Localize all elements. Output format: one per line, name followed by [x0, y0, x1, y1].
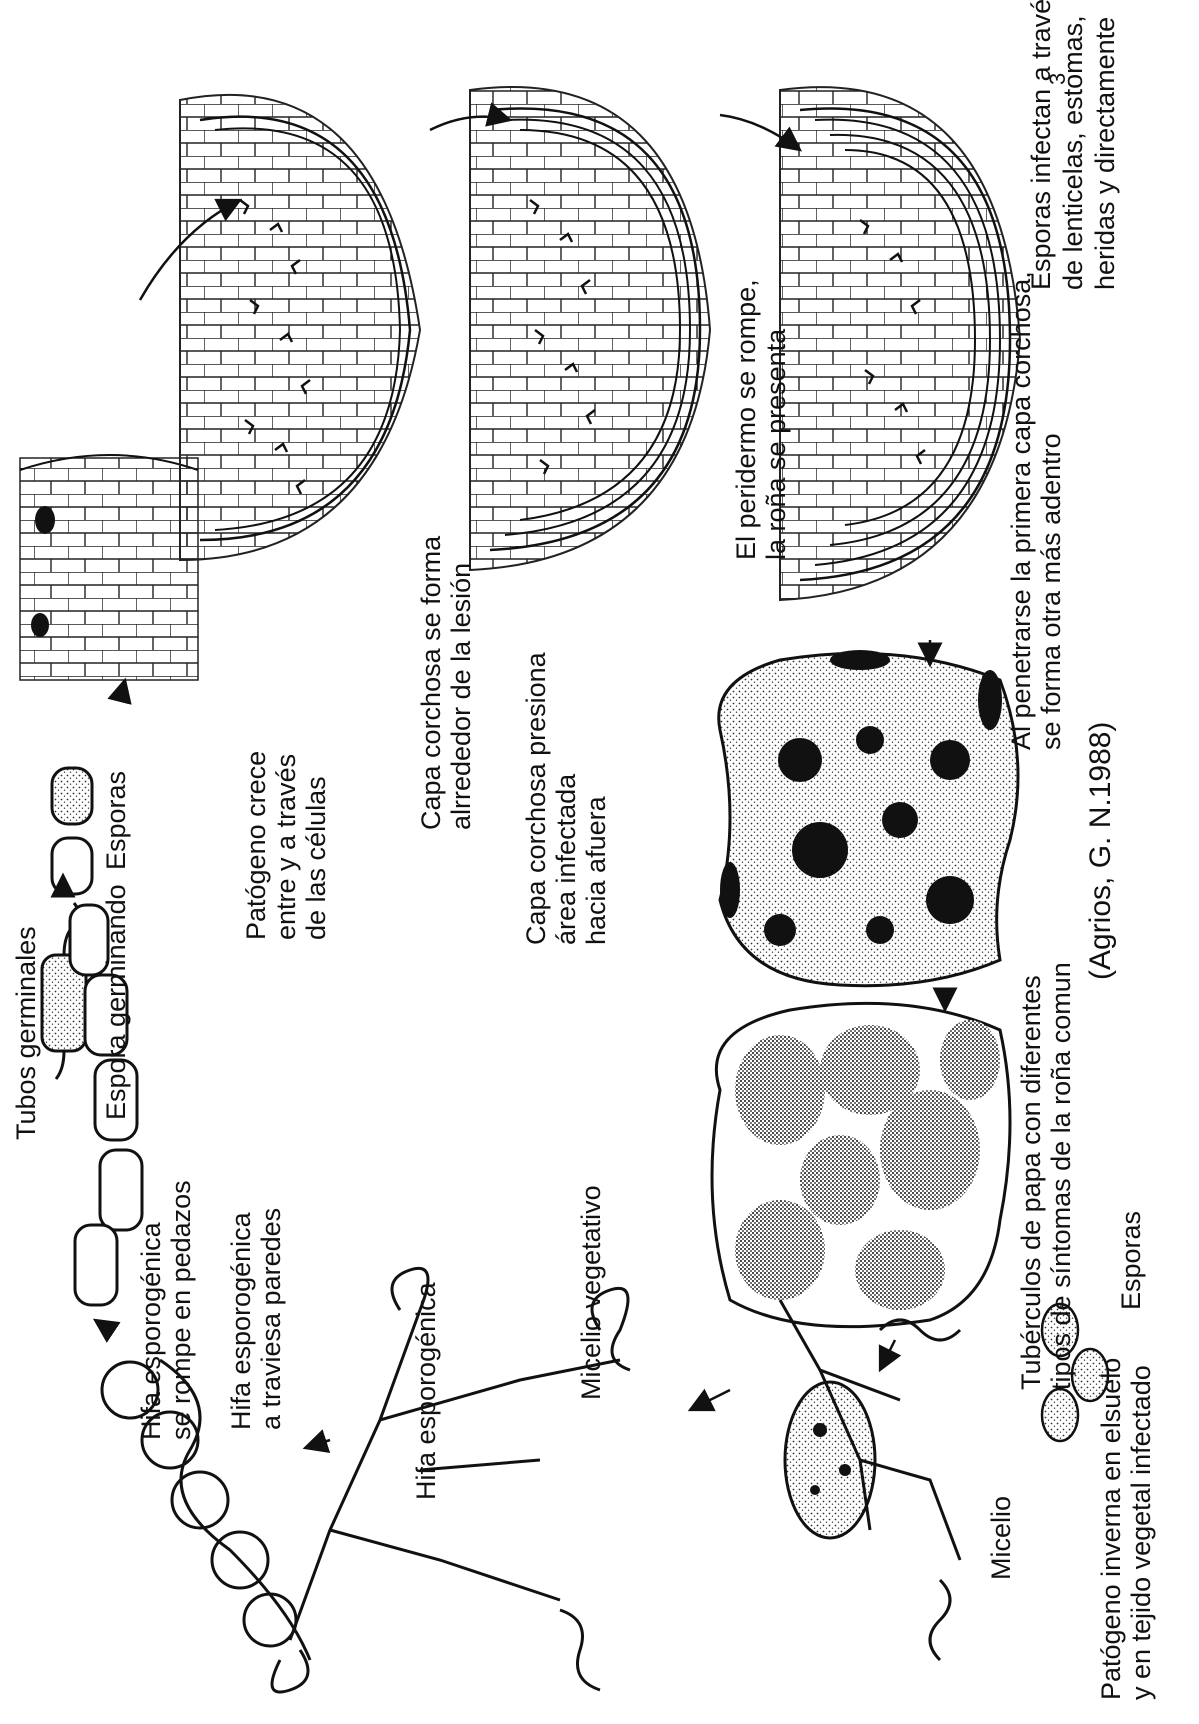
svg-text:(Agrios, G. N.1988): (Agrios, G. N.1988)	[1084, 722, 1117, 980]
svg-text:Micelio: Micelio	[986, 1496, 1016, 1580]
svg-text:Capa corchosa presiona: Capa corchosa presiona	[521, 651, 551, 945]
svg-text:Esporas: Esporas	[1116, 1211, 1146, 1310]
label-tubos-germinales: Tubos germinales	[11, 926, 41, 1140]
potato-tuber-dark-lesions	[719, 650, 1018, 986]
label-esporas-top: Esporas	[101, 771, 131, 870]
label-esporas-infectan: Esporas infectan a través de lenticelas,…	[1026, 0, 1120, 290]
svg-text:se rompe en pedazos: se rompe en pedazos	[166, 1180, 196, 1440]
tissue-section-initial-infection	[20, 455, 198, 680]
svg-text:Patógeno inverna en elsuelo: Patógeno inverna en elsuelo	[1096, 1358, 1126, 1700]
svg-text:a traviesa paredes: a traviesa paredes	[256, 1208, 286, 1430]
spore-dark-icon	[35, 506, 55, 534]
spore-dark-icon	[31, 613, 49, 637]
svg-text:Al penetrarse la primera capa: Al penetrarse la primera capa corchosa,	[1006, 271, 1036, 750]
svg-text:Hifa esporogénica: Hifa esporogénica	[411, 1281, 441, 1500]
svg-text:la roña se presenta: la roña se presenta	[761, 328, 791, 560]
svg-text:Capa corchosa se forma: Capa corchosa se forma	[416, 535, 446, 830]
svg-text:Patógeno crece: Patógeno crece	[241, 751, 271, 940]
svg-text:área infectada: área infectada	[551, 773, 581, 945]
svg-text:Espora germinando: Espora germinando	[101, 884, 131, 1120]
svg-text:Hifa esporogénica: Hifa esporogénica	[136, 1221, 166, 1440]
svg-text:hacia afuera: hacia afuera	[581, 795, 611, 945]
label-hifa-atraviesa: Hifa esporogénica a traviesa paredes	[226, 1208, 286, 1430]
svg-text:El peridermo se rompe,: El peridermo se rompe,	[731, 279, 761, 560]
label-micelio: Micelio	[986, 1496, 1016, 1580]
svg-text:Micelio vegetativo: Micelio vegetativo	[576, 1185, 606, 1400]
label-patogeno-inverna: Patógeno inverna en elsuelo y en tejido …	[1096, 1358, 1156, 1700]
label-espora-germinando: Espora germinando	[101, 884, 131, 1120]
citation: (Agrios, G. N.1988)	[1084, 722, 1117, 980]
svg-text:y en tejido vegetal infectado: y en tejido vegetal infectado	[1126, 1365, 1156, 1700]
svg-text:Tubérculos de papa con diferen: Tubérculos de papa con diferentes	[1016, 975, 1046, 1390]
svg-text:heridas y directamente: heridas y directamente	[1090, 17, 1120, 290]
label-esporas-bottom: Esporas	[1116, 1211, 1146, 1310]
svg-text:3: 3	[1045, 73, 1070, 85]
svg-text:Tubos germinales: Tubos germinales	[11, 926, 41, 1140]
svg-text:Esporas infectan a través: Esporas infectan a través	[1026, 0, 1056, 290]
svg-text:alrrededor de la lesión: alrrededor de la lesión	[446, 563, 476, 830]
label-patogeno-crece: Patógeno crece entre y a través de las c…	[241, 751, 331, 940]
svg-text:Esporas: Esporas	[101, 771, 131, 870]
page-number: 3	[1045, 73, 1070, 85]
label-micelio-vegetativo: Micelio vegetativo	[576, 1185, 606, 1400]
svg-text:entre y a través: entre y a través	[271, 754, 301, 940]
potato-tuber-stippled-lesions	[712, 1003, 1010, 1326]
svg-text:de lenticelas, estomas,: de lenticelas, estomas,	[1058, 15, 1088, 290]
svg-text:se forma otra más adentro: se forma otra más adentro	[1036, 433, 1066, 750]
svg-text:tipos de síntomas de la roña c: tipos de síntomas de la roña comun	[1046, 962, 1076, 1390]
svg-text:Hifa esporogénica: Hifa esporogénica	[226, 1211, 256, 1430]
label-hifa-esporogenica: Hifa esporogénica	[411, 1281, 441, 1500]
svg-text:de las células: de las células	[301, 776, 331, 940]
label-capa-forma: Capa corchosa se forma alrrededor de la …	[416, 535, 476, 830]
label-tuberculos: Tubérculos de papa con diferentes tipos …	[1016, 962, 1076, 1390]
